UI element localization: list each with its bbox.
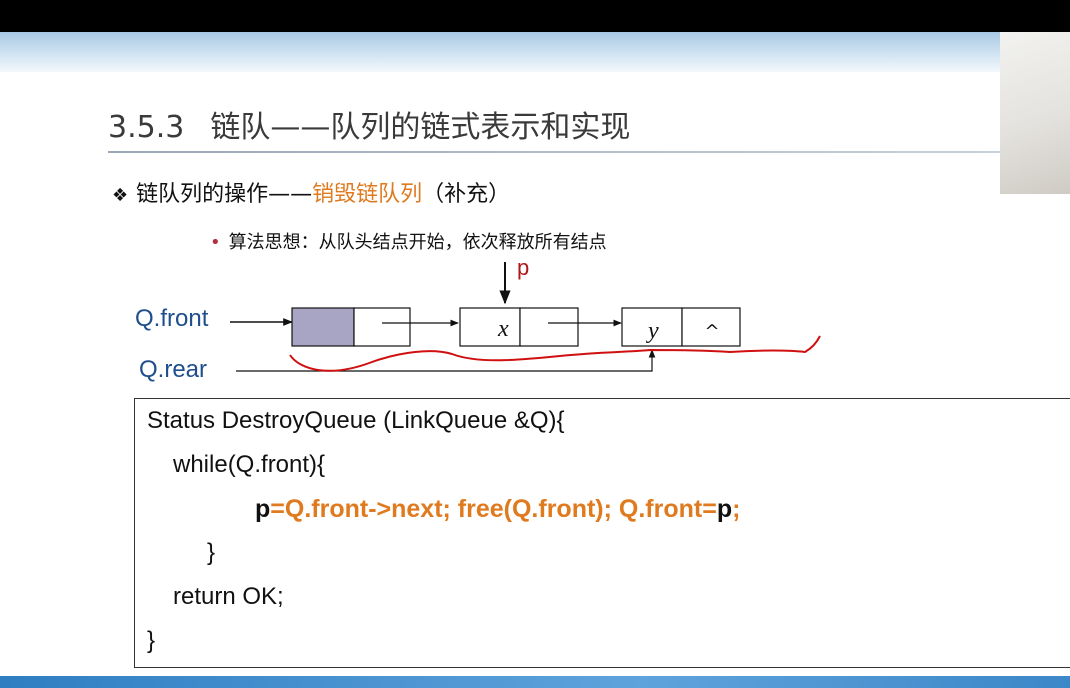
code-block: Status DestroyQueue (LinkQueue &Q){ whil… xyxy=(134,398,1070,668)
bullet-main-highlight: 销毁链队列 xyxy=(312,182,423,207)
head-node-next xyxy=(353,307,411,347)
bullet-sub-text: 算法思想：从队头结点开始，依次释放所有结点 xyxy=(228,232,607,253)
code-var-p: p xyxy=(255,495,271,523)
node-x-next xyxy=(519,307,579,347)
slide-header-band xyxy=(0,32,1070,72)
code-line-6: } xyxy=(147,627,156,654)
bullet-main-prefix: 链队列的操作—— xyxy=(136,182,313,207)
pointer-p-label: p xyxy=(517,255,529,280)
code-line-2: while(Q.front){ xyxy=(173,451,326,478)
bullet-sub: • 算法思想：从队头结点开始，依次释放所有结点 xyxy=(210,228,607,254)
code-line-3-body: =Q.front->next; free(Q.front); Q.front= xyxy=(270,495,717,523)
dot-bullet-icon: • xyxy=(210,232,221,253)
node-x-data xyxy=(459,307,521,347)
diamond-bullet-icon: ❖ xyxy=(112,185,129,206)
annotation-scribble xyxy=(289,335,821,372)
bullet-main: ❖ 链队列的操作——销毁链队列（补充） xyxy=(112,176,510,208)
page-title: 3.5.3 链队——队列的链式表示和实现 xyxy=(108,102,630,146)
code-line-1: Status DestroyQueue (LinkQueue &Q){ xyxy=(147,407,565,434)
code-line-4: } xyxy=(207,539,216,566)
node-y-value: y xyxy=(646,318,659,344)
front-label: Q.front xyxy=(135,305,209,332)
code-var-p-2: p xyxy=(716,495,733,523)
slide-footer-band xyxy=(0,676,1070,688)
title-divider xyxy=(108,151,1008,153)
null-symbol: ^ xyxy=(704,321,719,342)
code-line-3: p=Q.front->next; free(Q.front); Q.front=… xyxy=(255,495,740,524)
node-y-next xyxy=(681,307,741,347)
head-node-data xyxy=(291,307,355,347)
rear-label: Q.rear xyxy=(139,356,207,383)
top-black-bar xyxy=(0,0,1070,32)
bullet-main-suffix: （补充） xyxy=(422,182,511,207)
node-x-value: x xyxy=(497,316,509,342)
code-line-5: return OK; xyxy=(173,583,284,610)
section-number: 3.5.3 xyxy=(108,110,185,145)
rear-arrow xyxy=(236,349,656,372)
code-line-3-end: ; xyxy=(732,495,741,523)
webcam-overlay xyxy=(1000,32,1070,194)
section-title: 链队——队列的链式表示和实现 xyxy=(210,110,631,145)
